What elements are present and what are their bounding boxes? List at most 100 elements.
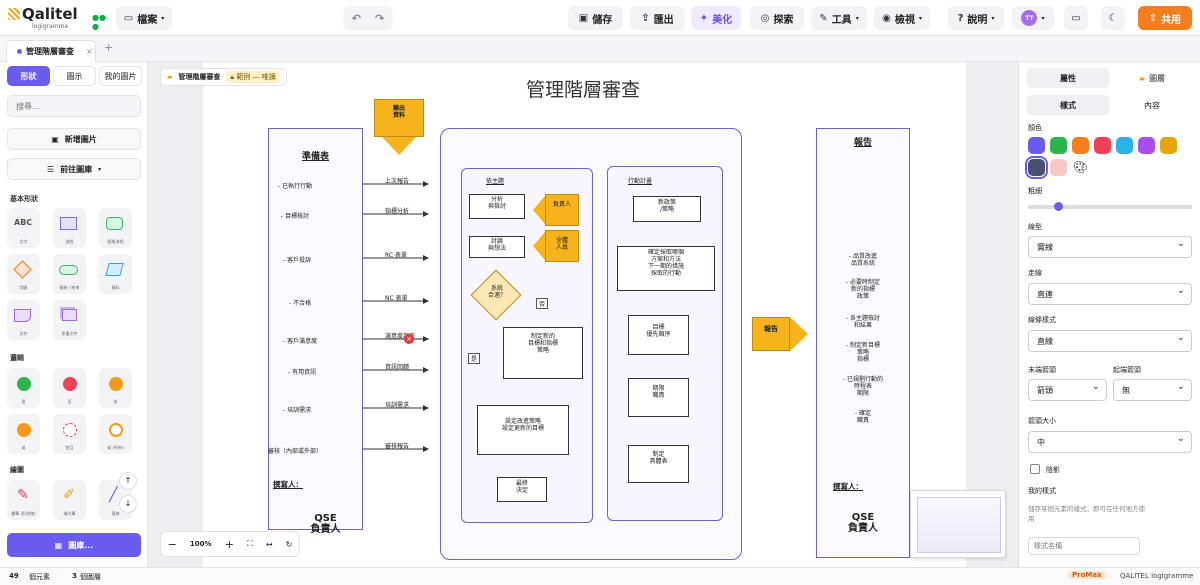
share-button[interactable]: ⇧共用 (1138, 6, 1192, 30)
fit-screen-icon[interactable]: ⛶ (247, 539, 253, 548)
step-new-policy[interactable] (633, 196, 701, 222)
redo-icon[interactable]: ↷ (375, 11, 385, 25)
shape-multi-document[interactable]: 多重文件 (53, 300, 86, 340)
color-swatch[interactable] (1025, 156, 1048, 179)
dark-mode-button[interactable]: ☾ (1101, 6, 1125, 30)
step-new-targets[interactable] (503, 327, 583, 379)
diagram-page[interactable]: 管理階層審查管理階層審查：目的：提高客戶滿意度；手段：持續改善準備表- 已執行行… (203, 62, 966, 567)
left-footer-name: QSE 負責人 (310, 513, 341, 535)
zoom-level[interactable]: 100% (189, 540, 212, 548)
present-button[interactable]: ▭ (1064, 6, 1088, 30)
shape-process[interactable]: 流程 (53, 208, 86, 248)
tab-properties[interactable]: 屬性 (1027, 68, 1109, 88)
logic-and[interactable]: 並且 (53, 414, 86, 454)
logic-yes[interactable]: 是 (7, 368, 40, 408)
add-image-button[interactable]: ▣新增圖片 (7, 128, 141, 150)
color-swatch[interactable] (1094, 137, 1111, 154)
arrow-size-select[interactable]: 中 (1028, 431, 1192, 453)
zoom-out-button[interactable]: − (167, 537, 177, 551)
step-final-decision[interactable] (497, 477, 547, 502)
line-type-select[interactable]: 實線 (1028, 236, 1192, 258)
logic-or[interactable]: 或 (7, 414, 40, 454)
export-button[interactable]: ⇪匯出 (630, 6, 685, 30)
fit-width-icon[interactable]: ↔ (265, 539, 273, 549)
palette-icon[interactable]: 🎨︎ (1072, 159, 1089, 176)
style-name-input[interactable] (1028, 537, 1140, 555)
shape-rounded-process[interactable]: 圓角流程 (99, 208, 132, 248)
step-priorities[interactable] (628, 315, 689, 355)
undo-icon[interactable]: ↶ (351, 11, 361, 25)
sidebar-tab-my-images[interactable]: 我的圖片 (99, 66, 142, 86)
file-menu-button[interactable]: ▭檔案▾ (116, 6, 172, 30)
library-button[interactable]: ▦圖庫... (7, 533, 141, 557)
color-swatch[interactable] (1138, 137, 1155, 154)
app-logo[interactable]: Qalitel ●–●–● logigramme (8, 5, 108, 31)
color-swatch[interactable] (1050, 137, 1067, 154)
start-arrow-select[interactable]: 無 (1113, 379, 1192, 401)
end-arrow-select[interactable]: 箭頭 (1028, 379, 1107, 401)
step-final-decision-text: 最終 決定 (515, 480, 528, 494)
tools-menu-button[interactable]: ✎工具▾ (811, 6, 867, 30)
save-button[interactable]: ▣儲存 (568, 6, 623, 30)
logic-no[interactable]: 否 (53, 368, 86, 408)
help-menu-button[interactable]: ?說明▾ (948, 6, 1004, 30)
step-deadlines[interactable] (628, 378, 689, 417)
shape-terminator[interactable]: 開始 / 結束 (53, 254, 86, 294)
draw-pen[interactable]: ✎畫筆 (形狀線) (7, 480, 40, 520)
zoom-in-button[interactable]: + (224, 537, 234, 551)
reset-view-icon[interactable]: ↻ (285, 539, 293, 549)
shadow-checkbox[interactable] (1030, 464, 1040, 474)
color-swatch[interactable] (1072, 137, 1089, 154)
left-column-box[interactable] (268, 128, 363, 530)
step-deadlines-text: 期限 職責 (652, 385, 665, 399)
step-analysis[interactable] (469, 194, 525, 219)
step-improvement[interactable] (477, 405, 569, 455)
step-schedule[interactable] (628, 445, 689, 483)
share-icon: ⇧ (1148, 12, 1158, 24)
sidebar-tab-icons[interactable]: 圖示 (53, 66, 96, 86)
add-image-label: 新增圖片 (64, 134, 97, 144)
routing-select[interactable]: 直連 (1028, 283, 1192, 305)
step-methods[interactable] (617, 246, 715, 291)
minimap[interactable] (910, 490, 1006, 558)
left-item: - 有用資訊 (288, 369, 317, 376)
or-all-logic-icon (109, 423, 123, 437)
color-swatch[interactable] (1160, 137, 1177, 154)
new-tab-button[interactable]: + (104, 41, 114, 54)
logic-caption: 否 (67, 399, 72, 404)
logic-or-all[interactable]: 或 (所有) (99, 414, 132, 454)
view-menu-button[interactable]: ◉檢視▾ (874, 6, 930, 30)
draw-highlighter[interactable]: ✐螢光筆 (53, 480, 86, 520)
shape-caption: 文件 (19, 331, 28, 336)
shape-document[interactable]: 文件 (7, 300, 40, 340)
close-tab-icon[interactable]: × (86, 47, 93, 56)
shape-decision[interactable]: 判斷 (7, 254, 40, 294)
scroll-up-button[interactable]: ↑ (119, 472, 137, 490)
thickness-label: 粗細 (1028, 187, 1042, 195)
beautify-button[interactable]: ✦美化 (691, 6, 741, 30)
logic-not[interactable]: 非 (99, 368, 132, 408)
subtab-content[interactable]: 內容 (1144, 100, 1160, 110)
goto-library-button[interactable]: ☰前往圖庫▾ (7, 158, 141, 180)
shape-caption: 流程 (65, 239, 74, 244)
thickness-slider-handle[interactable] (1054, 202, 1063, 211)
shape-search-input[interactable] (7, 95, 141, 117)
color-swatch[interactable] (1050, 159, 1067, 176)
report-column-box[interactable] (816, 128, 910, 558)
shape-data[interactable]: 資料 (99, 254, 132, 294)
subtab-style[interactable]: 樣式 (1027, 95, 1109, 115)
explore-button[interactable]: ◎探索 (750, 6, 804, 30)
color-swatch[interactable] (1028, 137, 1045, 154)
sidebar-tab-shapes[interactable]: 形狀 (7, 66, 50, 86)
scroll-down-button[interactable]: ↓ (119, 495, 137, 513)
color-swatch[interactable] (1116, 137, 1133, 154)
tab-layers[interactable]: ▰圖層 (1111, 68, 1193, 88)
logic-caption: 或 (21, 445, 26, 450)
tab-document[interactable]: 管理階層審查 × (6, 40, 96, 62)
user-menu-button[interactable]: TT▾ (1012, 6, 1054, 30)
step-discussion[interactable] (469, 236, 525, 258)
thickness-slider[interactable] (1028, 202, 1192, 211)
line-style-select[interactable]: 直線 (1028, 330, 1192, 352)
left-footer-label: 撰寫人： (273, 480, 303, 489)
